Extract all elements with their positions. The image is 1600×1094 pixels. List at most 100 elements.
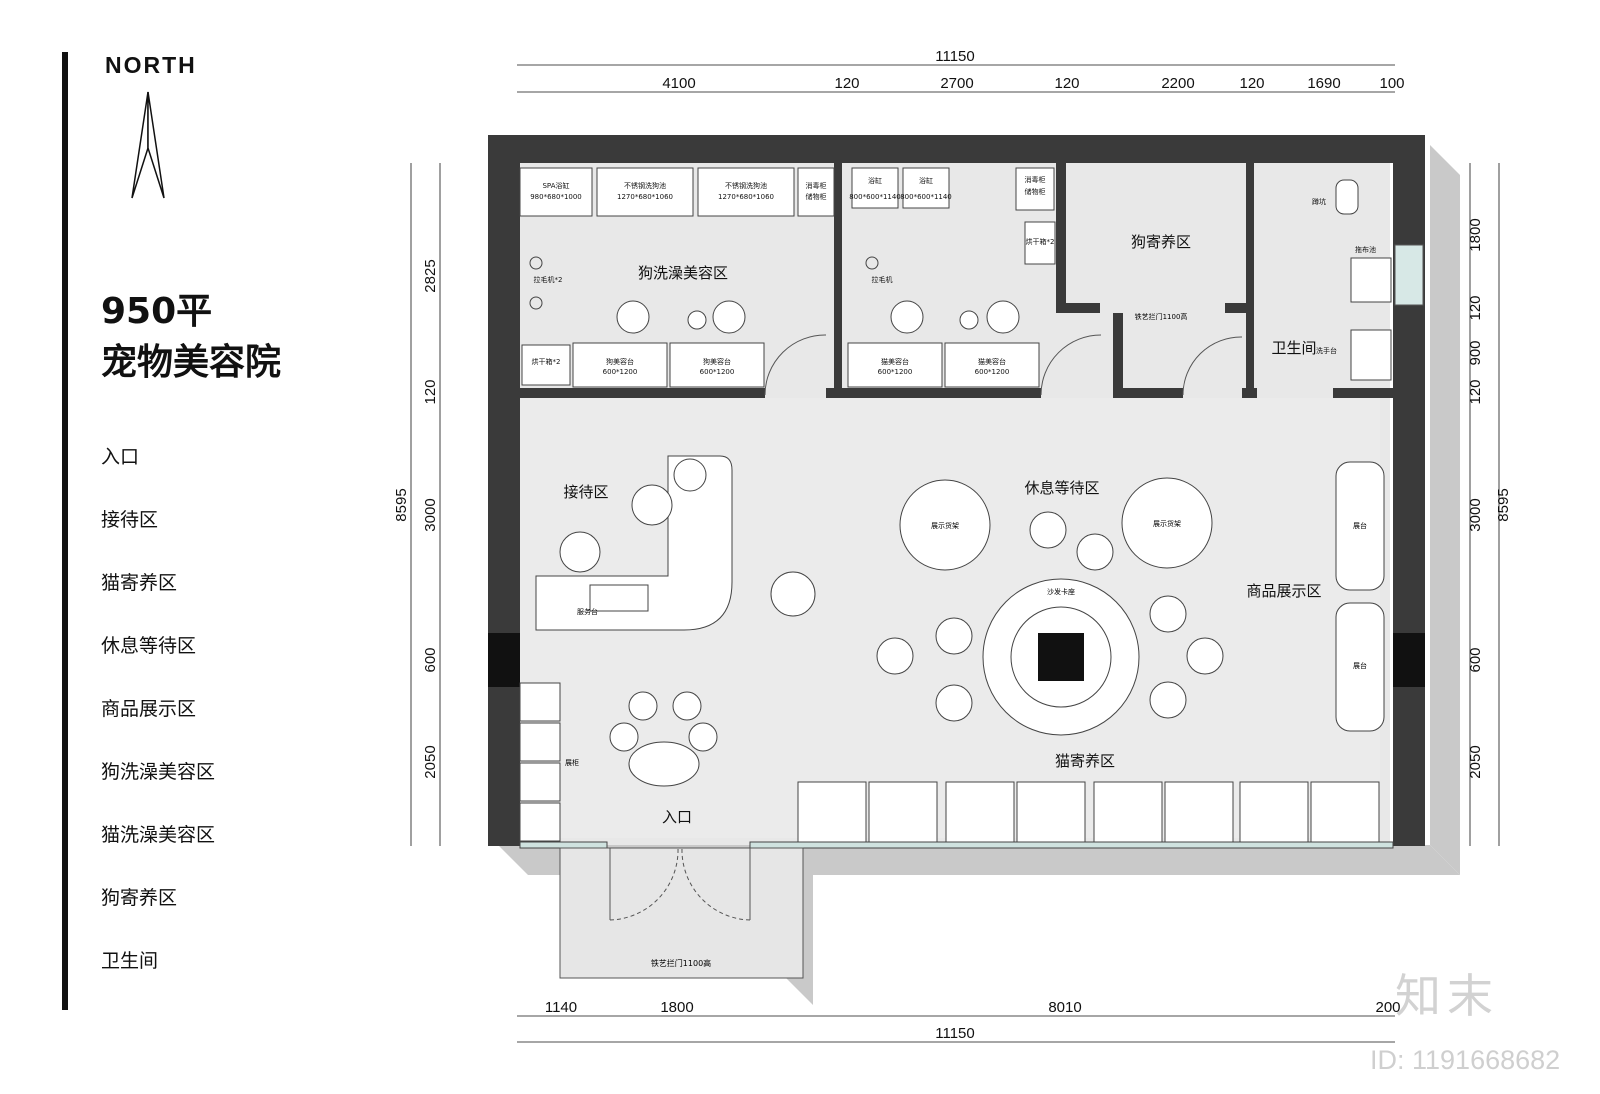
title-area: 950平 — [101, 291, 213, 332]
steel-sink — [697, 167, 795, 217]
person-icon — [559, 531, 601, 573]
dimension-label: 1800 — [1467, 218, 1484, 251]
computer — [589, 584, 649, 612]
fixture-label: 消毒柜 — [806, 181, 827, 190]
column — [488, 633, 520, 687]
fixture-label: 狗美容台 — [606, 357, 634, 366]
fixture-size: 980*680*1000 — [530, 193, 582, 201]
display-cabinet — [519, 682, 561, 842]
legend-item: 猫寄养区 — [101, 572, 178, 594]
fence-label: 铁艺拦门1100高 — [1135, 312, 1188, 321]
dryer-box — [521, 344, 571, 386]
room-label-entrance: 入口 — [662, 808, 692, 826]
plant-icon — [673, 458, 707, 492]
fixture-label: 不锈钢洗狗池 — [624, 181, 666, 190]
steel-sink — [596, 167, 694, 217]
dimension-label: 2050 — [422, 745, 439, 778]
legend-item: 狗寄养区 — [101, 887, 178, 909]
fixture-label: 储物柜 — [806, 192, 827, 201]
bathtub — [851, 167, 899, 209]
dimension-lines — [410, 64, 1500, 1043]
mop-sink — [1350, 257, 1392, 303]
person-with-dog-icon — [770, 571, 816, 617]
room-label-reception: 接待区 — [563, 483, 608, 501]
entrance-door[interactable] — [609, 847, 751, 921]
person-icon — [631, 484, 673, 526]
dimension-label: 120 — [1054, 75, 1079, 92]
room-label-restroom: 卫生间 — [1271, 339, 1316, 357]
dimension-label: 2700 — [940, 75, 973, 92]
fixture-label: 狗美容台 — [703, 357, 731, 366]
fixture-label: 展示货架 — [931, 521, 959, 530]
entrance-porch — [559, 847, 804, 979]
fixture-label: 烘干箱*2 — [532, 357, 561, 366]
fixture-label: 洗手台 — [1316, 346, 1337, 355]
bathtub — [902, 167, 950, 209]
fixture-size: 600*1200 — [975, 368, 1010, 376]
dimension-label: 120 — [834, 75, 859, 92]
fixture-label: 服务台 — [577, 607, 598, 616]
fixture-size: 800*600*1140 — [849, 193, 901, 201]
display-stand — [1335, 461, 1385, 732]
dimension-label: 120 — [422, 379, 439, 404]
fixture-label: SPA浴缸 — [542, 181, 569, 190]
legend-item: 狗洗澡美容区 — [101, 761, 216, 783]
dimension-label: 900 — [1467, 340, 1484, 365]
dimension-label: 8595 — [393, 488, 410, 521]
fixture-label: 不锈钢洗狗池 — [725, 181, 767, 190]
room-label-dog-board: 狗寄养区 — [1131, 233, 1191, 251]
booth-table — [1038, 633, 1084, 681]
column — [1393, 633, 1425, 687]
room-label-dog-wash: 狗洗澡美容区 — [638, 264, 728, 282]
dimension-label: 200 — [1375, 999, 1400, 1016]
spa-tub — [519, 167, 593, 217]
dimension-label: 120 — [1467, 379, 1484, 404]
title-name: 宠物美容院 — [101, 342, 282, 383]
watermark-brand: 知末 — [1395, 969, 1499, 1023]
dimension-label: 100 — [1379, 75, 1404, 92]
fixture-size: 600*1200 — [878, 368, 913, 376]
dimension-label: 11150 — [935, 1025, 975, 1042]
display-shelf — [899, 477, 1213, 571]
door[interactable] — [764, 334, 1243, 396]
cat-cage — [797, 781, 1380, 843]
grooming-table — [572, 342, 668, 388]
disinfect-cabinet — [1015, 167, 1055, 211]
disinfect-cabinet — [797, 167, 835, 217]
dimension-label: 3000 — [1467, 498, 1484, 531]
north-label: NORTH — [105, 52, 197, 78]
dimension-label: 600 — [422, 647, 439, 672]
room-label-cat-board: 猫寄养区 — [1055, 752, 1115, 770]
fixture-label: 浴缸 — [919, 176, 933, 185]
legend-item: 接待区 — [101, 509, 159, 531]
fixture-label: 蹲坑 — [1312, 197, 1326, 206]
legend-item: 入口 — [101, 446, 140, 468]
glass-wall — [519, 841, 608, 849]
fixture-label: 储物柜 — [1025, 187, 1046, 196]
reception-desk — [535, 455, 733, 631]
dimension-label: 8595 — [1495, 488, 1512, 521]
fixture-size: 600*1200 — [603, 368, 638, 376]
legend-item: 猫洗澡美容区 — [101, 824, 216, 846]
squat-toilet — [1335, 179, 1359, 215]
dimension-label: 2050 — [1467, 745, 1484, 778]
blower-icon — [529, 256, 879, 310]
dimension-label: 1140 — [545, 999, 577, 1016]
watermark-id: ID: 1191668682 — [1370, 1045, 1561, 1075]
dimension-label: 8010 — [1048, 999, 1081, 1016]
interior-wall — [520, 163, 1393, 398]
fixture-size: 800*600*1140 — [900, 193, 952, 201]
dimension-label: 11150 — [935, 48, 975, 65]
fixture-label: 拉毛机 — [872, 275, 893, 284]
fixture-size: 600*1200 — [700, 368, 735, 376]
fixture-label: 猫美容台 — [881, 357, 909, 366]
dryer-box — [1024, 221, 1056, 265]
dimension-label: 120 — [1467, 295, 1484, 320]
dimension-label: 600 — [1467, 647, 1484, 672]
stool — [616, 300, 1020, 334]
window — [1394, 244, 1424, 306]
legend-divider-bar — [62, 52, 68, 1010]
dimension-label: 4100 — [662, 75, 695, 92]
dimension-label: 1800 — [660, 999, 693, 1016]
